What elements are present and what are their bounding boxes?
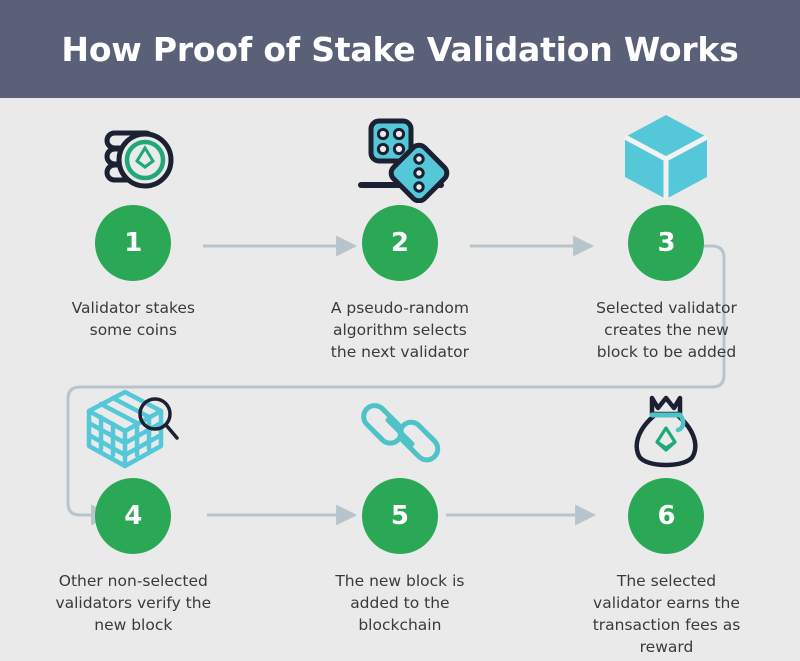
dice-random-selector-icon — [340, 105, 460, 203]
chain-link-icon — [340, 378, 460, 476]
step-2: 2 A pseudo-random algorithm selects the … — [267, 105, 534, 363]
solid-block-cube-icon — [606, 105, 726, 203]
step-caption: The new block is added to the blockchain — [335, 572, 465, 634]
step-caption: Validator stakes some coins — [71, 299, 195, 339]
steps-row-top: 1 Validator stakes some coins — [0, 105, 800, 363]
step-number-badge: 3 — [628, 205, 705, 281]
block-inspect-magnifier-icon — [73, 378, 193, 476]
step-number-badge: 5 — [361, 478, 438, 554]
step-caption: Other non-selected validators verify the… — [55, 572, 212, 634]
step-caption: The selected validator earns the transac… — [592, 572, 741, 656]
step-4: 4 Other non-selected validators verify t… — [0, 378, 267, 658]
step-6: 6 The selected validator earns the trans… — [533, 378, 800, 658]
step-3: 3 Selected validator creates the new blo… — [533, 105, 800, 363]
page-title: How Proof of Stake Validation Works — [61, 29, 739, 69]
step-5: 5 The new block is added to the blockcha… — [267, 378, 534, 658]
stacked-coins-ethereum-icon — [73, 105, 193, 203]
step-caption: Selected validator creates the new block… — [596, 299, 737, 361]
step-number-badge: 4 — [95, 478, 172, 554]
step-number-badge: 6 — [628, 478, 705, 554]
step-number-badge: 2 — [361, 205, 438, 281]
reward-money-bag-ethereum-icon — [606, 378, 726, 476]
header-banner: How Proof of Stake Validation Works — [0, 0, 800, 98]
steps-row-bottom: 4 Other non-selected validators verify t… — [0, 378, 800, 658]
step-1: 1 Validator stakes some coins — [0, 105, 267, 363]
step-caption: A pseudo-random algorithm selects the ne… — [330, 299, 469, 361]
step-number-badge: 1 — [95, 205, 172, 281]
